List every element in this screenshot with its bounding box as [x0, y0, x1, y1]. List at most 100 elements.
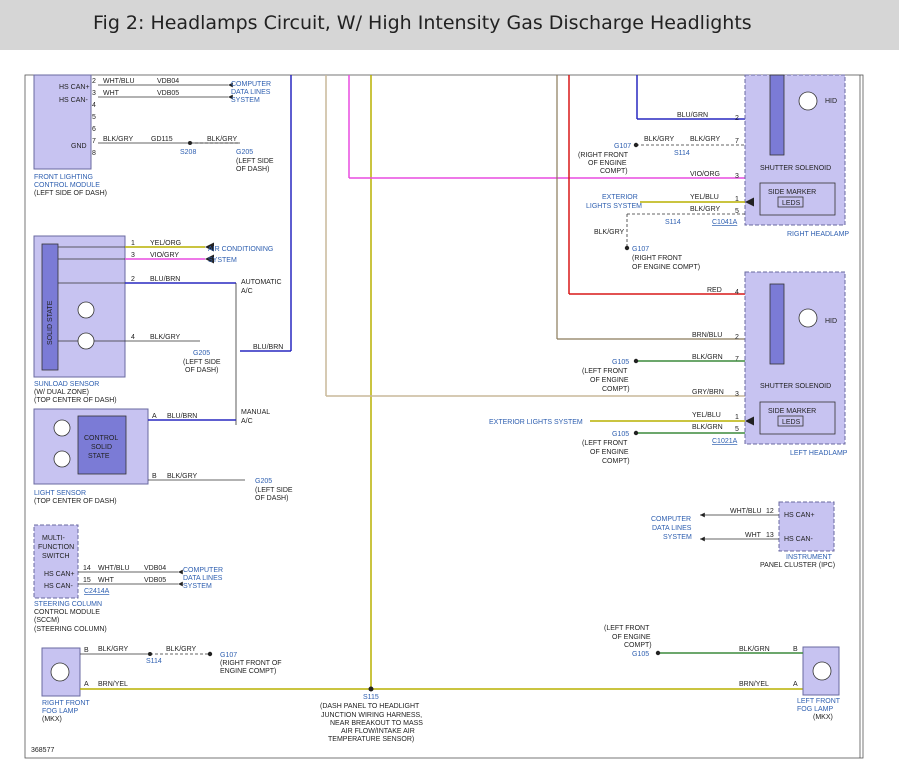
- svg-text:BLK/GRY: BLK/GRY: [690, 136, 721, 143]
- svg-text:INSTRUMENT: INSTRUMENT: [786, 554, 833, 561]
- svg-text:NEAR BREAKOUT TO MASS: NEAR BREAKOUT TO MASS: [330, 720, 423, 727]
- svg-text:JUNCTION WIRING HARNESS,: JUNCTION WIRING HARNESS,: [321, 712, 422, 719]
- svg-text:SOLID: SOLID: [91, 444, 112, 451]
- svg-text:YEL/BLU: YEL/BLU: [690, 194, 719, 201]
- svg-text:BLK/GRY: BLK/GRY: [98, 646, 129, 653]
- svg-text:SYSTEM: SYSTEM: [208, 257, 237, 264]
- svg-text:(LEFT SIDE: (LEFT SIDE: [236, 158, 274, 165]
- svg-text:A: A: [152, 413, 157, 420]
- svg-text:2: 2: [131, 276, 135, 283]
- svg-text:A: A: [84, 681, 89, 688]
- svg-text:BLK/GRY: BLK/GRY: [207, 136, 238, 143]
- svg-text:COMPT): COMPT): [602, 386, 630, 393]
- svg-text:AUTOMATIC: AUTOMATIC: [241, 279, 282, 286]
- svg-text:OF DASH): OF DASH): [255, 495, 288, 502]
- svg-text:3: 3: [735, 391, 739, 398]
- svg-text:COMPT): COMPT): [602, 458, 630, 465]
- svg-text:LEDS: LEDS: [782, 200, 801, 207]
- svg-text:YEL/ORG: YEL/ORG: [150, 240, 181, 247]
- svg-text:(SCCM): (SCCM): [34, 617, 59, 624]
- svg-text:2: 2: [735, 334, 739, 341]
- svg-text:EXTERIOR LIGHTS SYSTEM: EXTERIOR LIGHTS SYSTEM: [489, 419, 583, 426]
- svg-text:G105: G105: [612, 431, 629, 438]
- svg-text:1: 1: [735, 196, 739, 203]
- svg-text:(RIGHT FRONT: (RIGHT FRONT: [632, 255, 683, 262]
- svg-text:OF ENGINE: OF ENGINE: [588, 160, 627, 167]
- svg-text:C2414A: C2414A: [84, 588, 110, 595]
- svg-text:(LEFT FRONT: (LEFT FRONT: [604, 625, 650, 632]
- s115-splice-label: S115 (DASH PANEL TO HEADLIGHT JUNCTION W…: [320, 694, 423, 743]
- svg-text:A/C: A/C: [241, 288, 253, 295]
- svg-text:SUNLOAD SENSOR: SUNLOAD SENSOR: [34, 381, 99, 388]
- svg-text:BLK/GRY: BLK/GRY: [167, 473, 198, 480]
- svg-text:RED: RED: [707, 287, 722, 294]
- svg-text:FOG LAMP: FOG LAMP: [797, 706, 834, 713]
- svg-text:A/C: A/C: [241, 418, 253, 425]
- svg-text:SWITCH: SWITCH: [42, 553, 70, 560]
- svg-text:BLK/GRY: BLK/GRY: [690, 206, 721, 213]
- svg-text:FRONT LIGHTING: FRONT LIGHTING: [34, 174, 93, 181]
- svg-text:7: 7: [735, 138, 739, 145]
- svg-text:BLU/BRN: BLU/BRN: [167, 413, 197, 420]
- svg-text:LIGHTS SYSTEM: LIGHTS SYSTEM: [586, 203, 642, 210]
- svg-text:1: 1: [131, 240, 135, 247]
- svg-text:5: 5: [92, 114, 96, 121]
- svg-text:7: 7: [735, 356, 739, 363]
- sunload-sensor: SOLID STATE 1 3 2 4 YEL/ORG VIO/GRY BLU/…: [33, 235, 273, 404]
- svg-text:SYSTEM: SYSTEM: [183, 583, 212, 590]
- svg-text:SHUTTER SOLENOID: SHUTTER SOLENOID: [760, 165, 831, 172]
- svg-text:HS CAN+: HS CAN+: [784, 512, 815, 519]
- right-headlamp: HID SHUTTER SOLENOID SIDE MARKER LEDS RI…: [578, 74, 849, 271]
- svg-text:HID: HID: [825, 318, 837, 325]
- svg-text:G205: G205: [193, 350, 210, 357]
- svg-text:7: 7: [92, 138, 96, 145]
- svg-text:CONTROL MODULE: CONTROL MODULE: [34, 609, 100, 616]
- svg-text:G105: G105: [612, 359, 629, 366]
- svg-text:OF ENGINE: OF ENGINE: [590, 449, 629, 456]
- svg-text:LEFT FRONT: LEFT FRONT: [797, 698, 841, 705]
- svg-text:BLU/BRN: BLU/BRN: [253, 344, 283, 351]
- svg-text:DATA LINES: DATA LINES: [652, 525, 692, 532]
- svg-text:GD115: GD115: [151, 136, 173, 143]
- svg-text:CONTROL MODULE: CONTROL MODULE: [34, 182, 100, 189]
- svg-text:TEMPERATURE SENSOR): TEMPERATURE SENSOR): [328, 736, 414, 743]
- svg-text:G205: G205: [255, 478, 272, 485]
- svg-text:WHT: WHT: [98, 577, 115, 584]
- svg-text:LEDS: LEDS: [782, 419, 801, 426]
- svg-text:PANEL CLUSTER (IPC): PANEL CLUSTER (IPC): [760, 562, 835, 569]
- svg-text:(LEFT FRONT: (LEFT FRONT: [582, 440, 628, 447]
- svg-text:B: B: [84, 647, 89, 654]
- svg-text:LEFT HEADLAMP: LEFT HEADLAMP: [790, 450, 848, 457]
- svg-text:5: 5: [735, 426, 739, 433]
- svg-text:WHT: WHT: [745, 532, 762, 539]
- svg-text:AIR FLOW/INTAKE AIR: AIR FLOW/INTAKE AIR: [341, 728, 415, 735]
- svg-text:RIGHT FRONT: RIGHT FRONT: [42, 700, 90, 707]
- svg-text:VIO/GRY: VIO/GRY: [150, 252, 179, 259]
- svg-text:13: 13: [766, 532, 774, 539]
- svg-text:RIGHT HEADLAMP: RIGHT HEADLAMP: [787, 231, 849, 238]
- svg-text:6: 6: [92, 126, 96, 133]
- svg-text:VDB04: VDB04: [157, 78, 179, 85]
- svg-text:HS CAN+: HS CAN+: [44, 571, 75, 578]
- svg-text:WHT: WHT: [103, 90, 120, 97]
- svg-text:(MKX): (MKX): [42, 716, 62, 723]
- svg-text:15: 15: [83, 577, 91, 584]
- svg-text:(TOP CENTER OF DASH): (TOP CENTER OF DASH): [34, 397, 117, 404]
- svg-text:3: 3: [735, 173, 739, 180]
- svg-text:G205: G205: [236, 149, 253, 156]
- svg-text:G105: G105: [632, 651, 649, 658]
- svg-text:(W/ DUAL ZONE): (W/ DUAL ZONE): [34, 389, 89, 396]
- svg-text:(LEFT FRONT: (LEFT FRONT: [582, 368, 628, 375]
- svg-text:HS CAN+: HS CAN+: [59, 84, 90, 91]
- svg-text:G107: G107: [614, 143, 631, 150]
- svg-text:2: 2: [735, 115, 739, 122]
- svg-text:BLK/GRN: BLK/GRN: [692, 424, 723, 431]
- svg-text:BLK/GRN: BLK/GRN: [692, 354, 723, 361]
- svg-text:BRN/YEL: BRN/YEL: [739, 681, 769, 688]
- svg-text:4: 4: [92, 102, 96, 109]
- svg-text:STEERING COLUMN: STEERING COLUMN: [34, 601, 102, 608]
- figure-title: Fig 2: Headlamps Circuit, W/ High Intens…: [93, 12, 752, 34]
- svg-text:A: A: [793, 681, 798, 688]
- svg-text:5: 5: [735, 208, 739, 215]
- svg-text:VDB05: VDB05: [157, 90, 179, 97]
